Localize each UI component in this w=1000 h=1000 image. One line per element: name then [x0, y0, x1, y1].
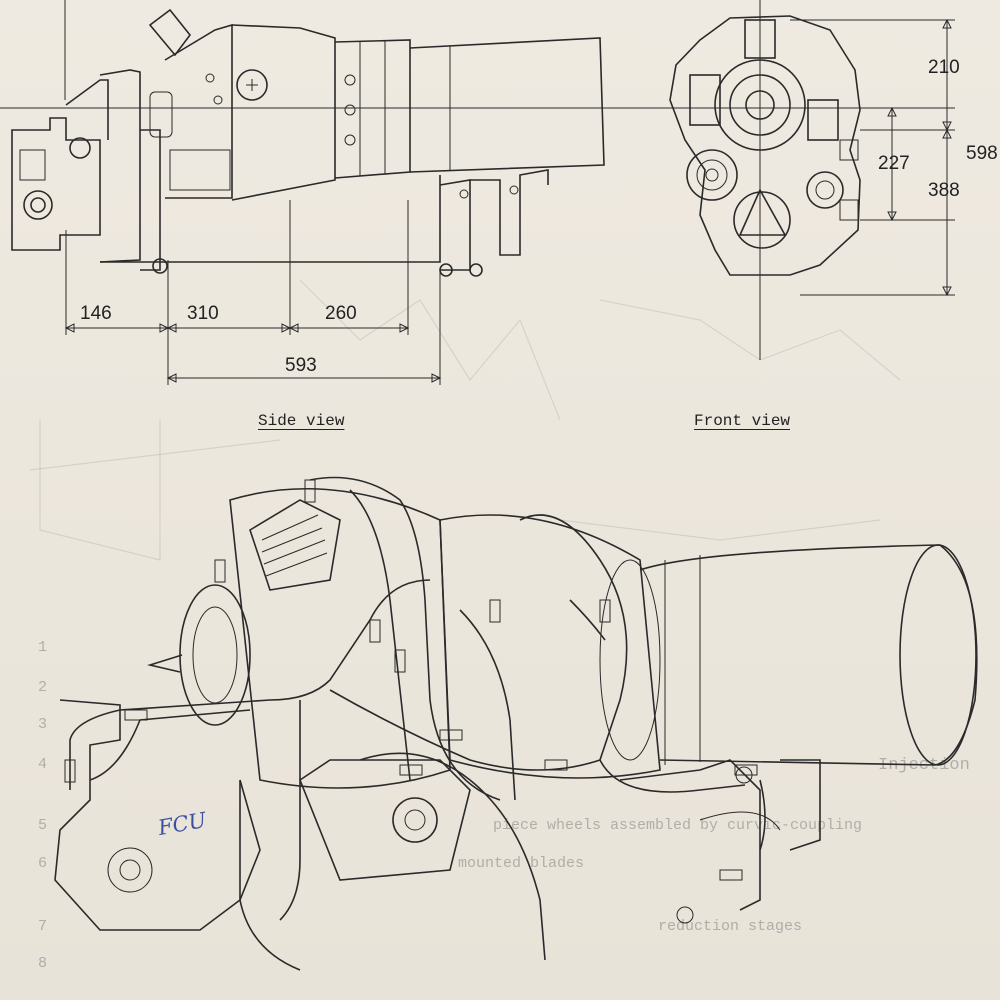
dimension-146: 146 — [80, 303, 112, 324]
legend-line: 2 — [38, 679, 48, 696]
legend-fragment: piece wheels assembled by curvic-couplin… — [493, 817, 863, 834]
dimension-388: 388 — [928, 180, 960, 201]
dimension-598: 598 — [966, 143, 998, 164]
perspective-engine-drawing — [54, 488, 978, 931]
legend-line: 3 — [38, 716, 48, 733]
side-view-outline — [0, 0, 660, 385]
side-view-caption: Side view — [258, 412, 345, 430]
legend-line: 8 — [38, 955, 48, 972]
dimension-593: 593 — [285, 355, 317, 376]
legend-line: 1 — [38, 639, 48, 656]
front-view-dimension-lines — [887, 18, 952, 297]
legend-fragment: mounted blades — [458, 855, 585, 872]
front-view-outline — [640, 0, 955, 360]
dimension-310: 310 — [187, 303, 219, 324]
legend-fragment: reduction stages — [658, 918, 803, 935]
side-view-dimension-lines — [64, 323, 442, 383]
front-view-caption: Front view — [694, 412, 791, 430]
dimension-260: 260 — [325, 303, 357, 324]
dimension-210: 210 — [928, 57, 960, 78]
dimension-227: 227 — [878, 153, 910, 174]
wiring-harness — [64, 476, 781, 971]
